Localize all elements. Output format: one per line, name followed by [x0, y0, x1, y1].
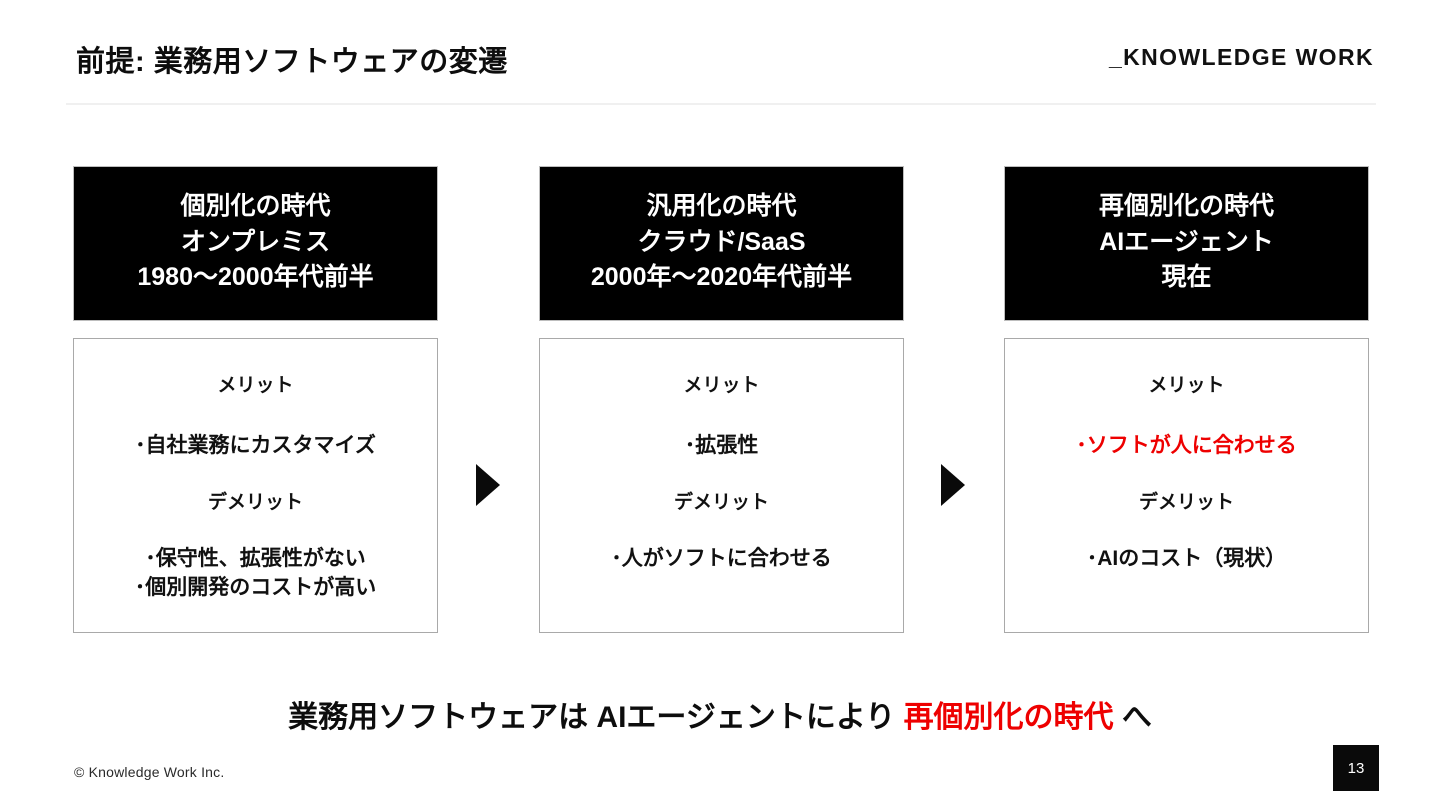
merit-item-2-1: ･拡張性	[684, 433, 759, 457]
brand-logo: _KNOWLEDGE WORK	[1108, 44, 1374, 70]
page-title: 前提: 業務用ソフトウェアの変遷	[76, 46, 508, 78]
era-detail-card-1: メリット ･自社業務にカスタマイズ デメリット ･保守性、拡張性がない ･個別開…	[73, 338, 438, 633]
era-header-box-3: 再個別化の時代 AIエージェント 現在	[1004, 166, 1369, 321]
era-column-1: 個別化の時代 オンプレミス 1980〜2000年代前半 メリット ･自社業務にカ…	[73, 166, 438, 633]
demerit-item-3-1: ･AIのコスト（現状）	[1086, 547, 1287, 571]
era-title-3: 再個別化の時代	[1098, 192, 1274, 220]
demerit-item-2-1: ･人がソフトに合わせる	[611, 547, 832, 571]
demerit-item-1-1: ･保守性、拡張性がない	[145, 547, 366, 571]
demerit-heading-3: デメリット	[1138, 492, 1234, 514]
conclusion-highlight: 再個別化の時代	[903, 701, 1114, 734]
right-triangle-icon	[941, 464, 965, 506]
merit-heading-1: メリット	[217, 375, 294, 396]
era-period-3: 現在	[1161, 263, 1212, 291]
era-header-box-2: 汎用化の時代 クラウド/SaaS 2000年〜2020年代前半	[539, 166, 904, 321]
era-subtitle-3: AIエージェント	[1099, 227, 1274, 256]
era-title-1: 個別化の時代	[180, 192, 331, 220]
merit-heading-3: メリット	[1148, 375, 1225, 396]
conclusion-statement: 業務用ソフトウェアは AIエージェントにより 再個別化の時代 へ	[0, 692, 1440, 736]
era-period-1: 1980〜2000年代前半	[137, 263, 374, 291]
era-column-2: 汎用化の時代 クラウド/SaaS 2000年〜2020年代前半 メリット ･拡張…	[539, 166, 904, 633]
merit-heading-2: メリット	[683, 375, 760, 396]
era-detail-card-2: メリット ･拡張性 デメリット ･人がソフトに合わせる	[539, 338, 904, 633]
conclusion-text-trail: へ	[1113, 701, 1152, 734]
merit-item-3-1: ･ソフトが人に合わせる	[1076, 433, 1297, 457]
era-column-3: 再個別化の時代 AIエージェント 現在 メリット ･ソフトが人に合わせる デメリ…	[1004, 166, 1369, 633]
page-number-badge: 13	[1333, 745, 1379, 791]
era-subtitle-2: クラウド/SaaS	[637, 227, 806, 256]
right-triangle-icon	[476, 464, 500, 506]
merit-item-1-1: ･自社業務にカスタマイズ	[135, 433, 376, 457]
era-detail-card-3: メリット ･ソフトが人に合わせる デメリット ･AIのコスト（現状）	[1004, 338, 1369, 633]
demerit-heading-1: デメリット	[207, 492, 303, 514]
era-title-2: 汎用化の時代	[646, 192, 797, 220]
slide-header: 前提: 業務用ソフトウェアの変遷 _KNOWLEDGE WORK	[0, 0, 1440, 105]
demerit-heading-2: デメリット	[673, 492, 769, 514]
header-divider	[66, 103, 1376, 105]
era-header-box-1: 個別化の時代 オンプレミス 1980〜2000年代前半	[73, 166, 438, 321]
copyright-notice: © Knowledge Work Inc.	[74, 764, 225, 780]
demerit-item-1-2: ･個別開発のコストが高い	[134, 575, 377, 599]
era-period-2: 2000年〜2020年代前半	[590, 263, 853, 291]
era-subtitle-1: オンプレミス	[180, 227, 331, 256]
conclusion-text-lead: 業務用ソフトウェアは AIエージェントにより	[288, 701, 904, 734]
